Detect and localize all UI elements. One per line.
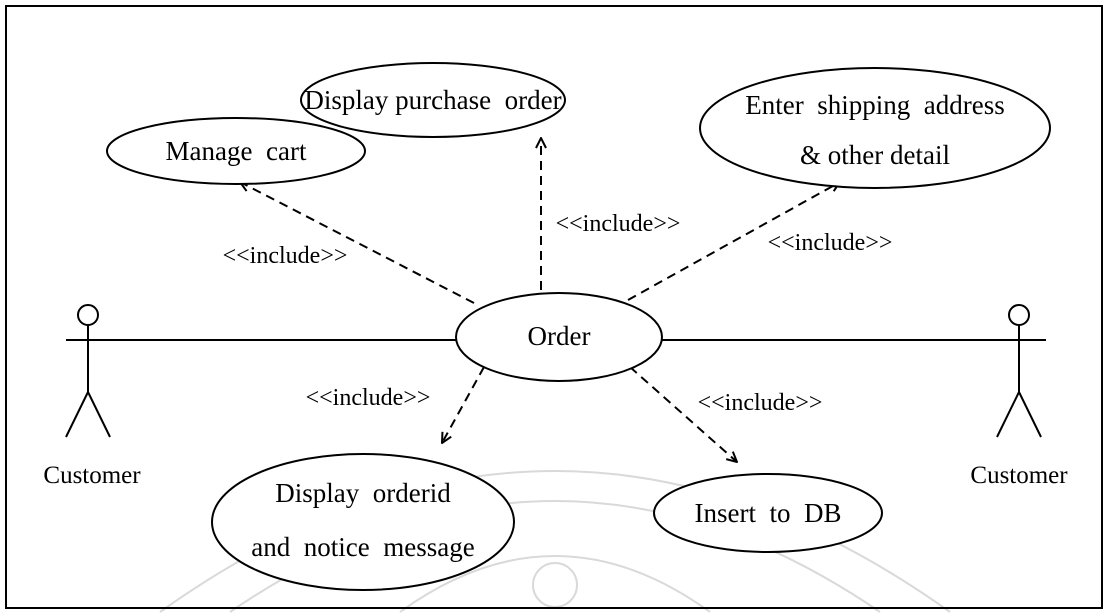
use-case-insert-db xyxy=(653,473,883,553)
display-orderid-label-line1: Display orderid xyxy=(275,478,451,508)
use-case-display-orderid xyxy=(211,453,515,591)
use-case-manage-cart xyxy=(106,117,366,185)
use-case-order xyxy=(455,292,663,382)
include-label-insert-db: <<include>> xyxy=(698,390,823,416)
enter-shipping-label-line1: Enter shipping address xyxy=(745,90,1004,120)
use-case-enter-shipping xyxy=(699,67,1051,189)
actor-left xyxy=(65,304,111,438)
insert-db-label: Insert to DB xyxy=(695,498,842,528)
actor-left-label: Customer xyxy=(43,462,141,489)
display-purchase-order-label: Display purchase order xyxy=(304,85,561,115)
manage-cart-label: Manage cart xyxy=(166,136,307,166)
use-case-display-purchase-order xyxy=(300,62,566,138)
include-arrow-display-orderid xyxy=(442,366,485,443)
include-label-display-purchase-order: <<include>> xyxy=(556,211,681,237)
diagram-frame xyxy=(5,5,1103,609)
include-label-display-orderid: <<include>> xyxy=(306,385,431,411)
enter-shipping-label-line2: & other detail xyxy=(800,140,950,170)
display-orderid-label-line2: and notice message xyxy=(251,532,474,562)
include-arrow-insert-db xyxy=(629,366,737,462)
include-label-enter-shipping: <<include>> xyxy=(768,230,893,256)
order-label: Order xyxy=(528,321,591,351)
actor-right xyxy=(996,304,1042,438)
include-arrow-enter-shipping xyxy=(627,182,840,301)
actor-right-label: Customer xyxy=(970,462,1068,489)
include-label-manage-cart: <<include>> xyxy=(223,243,348,269)
